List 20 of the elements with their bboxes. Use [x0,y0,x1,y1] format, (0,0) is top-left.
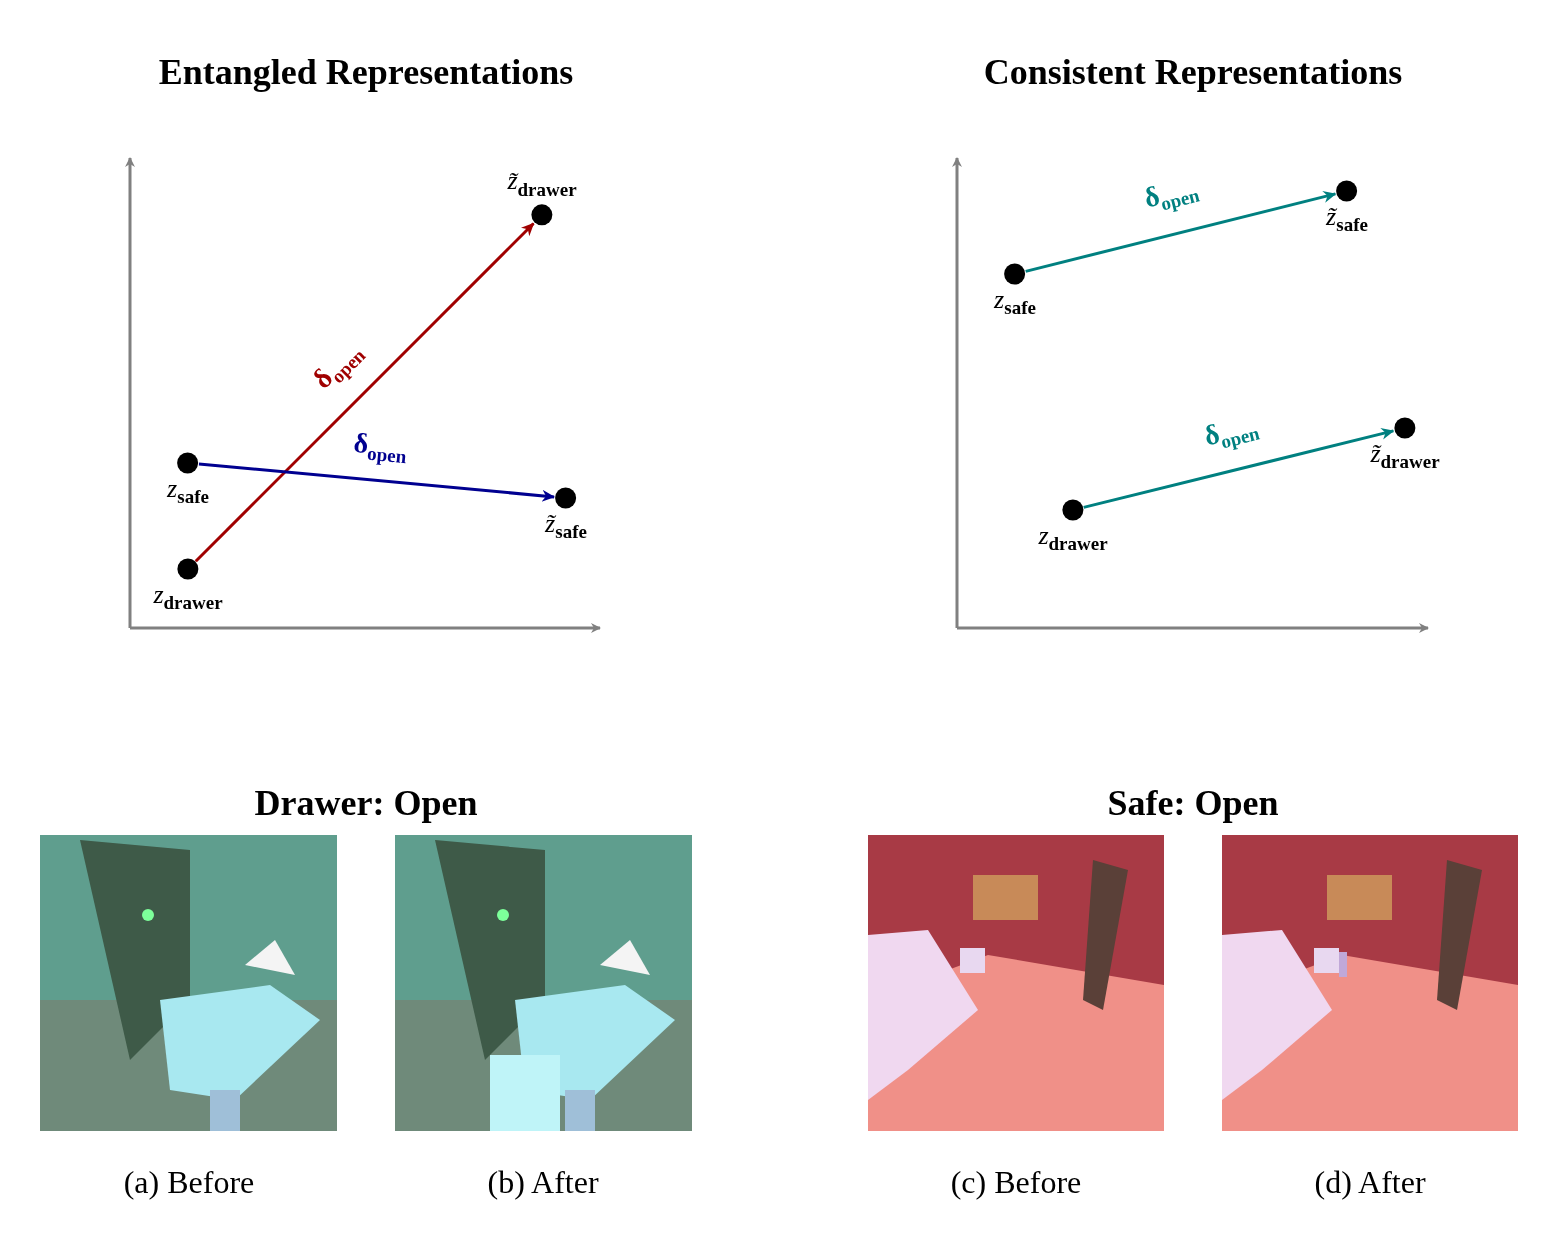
point-label: z$_{safe}$ [167,473,209,509]
point-label: z$_{drawer}$ [153,579,223,615]
panel-title: Entangled Representations [158,51,574,93]
image-caption: (d) After [1314,1163,1426,1201]
point-label: z̃$_{safe}$ [1326,201,1368,237]
point-label: z̃$_{safe}$ [545,508,587,544]
figure-title: Safe: Open [1107,782,1279,824]
panel-title: Consistent Representations [983,51,1403,93]
arrow [1083,427,1395,509]
arrow [194,222,535,563]
point-label: z̃$_{drawer}$ [507,166,577,202]
image-caption: (a) Before [123,1163,255,1201]
point-label: z̃$_{drawer}$ [1370,438,1440,474]
point-label: z$_{safe}$ [994,284,1036,320]
arrow [198,462,556,502]
arrow [1025,191,1337,273]
figure-title: Drawer: Open [254,782,478,824]
image-caption: (b) After [487,1163,599,1201]
image-caption: (c) Before [950,1163,1082,1201]
point-label: z$_{drawer}$ [1038,520,1108,556]
